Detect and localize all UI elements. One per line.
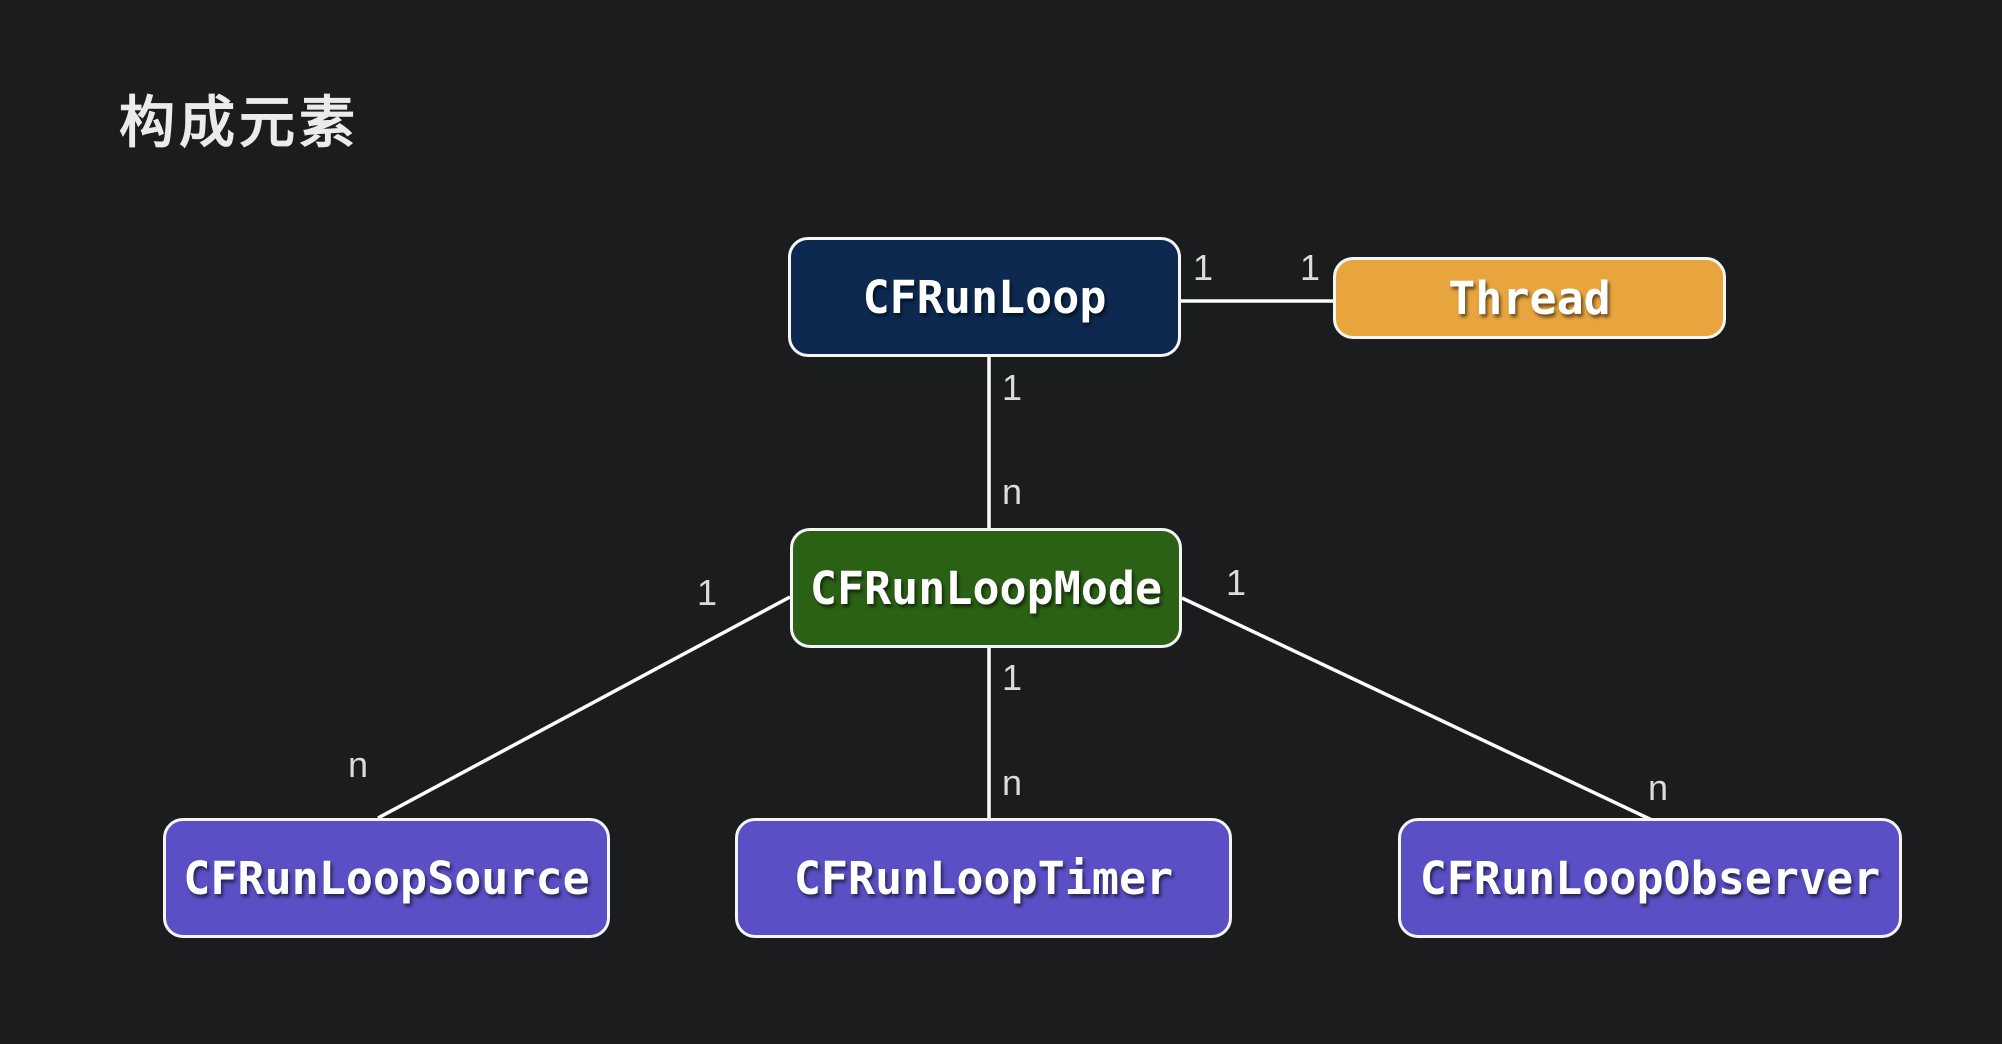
multiplicity-mode-timer-to: n [1001, 762, 1023, 803]
node-cfrunloop: CFRunLoop [788, 237, 1181, 357]
multiplicity-runloop-mode-to: n [1001, 471, 1023, 512]
edge-mode-observer-line [1181, 596, 1653, 822]
multiplicity-runloop-mode-from: 1 [1001, 367, 1023, 408]
node-cfrunlooptimer-label: CFRunLoopTimer [793, 851, 1174, 905]
node-cfrunloopsource: CFRunLoopSource [163, 818, 610, 938]
multiplicity-mode-source-to: n [347, 744, 369, 785]
page-title: 构成元素 [119, 91, 359, 156]
multiplicity-mode-observer-to: n [1647, 767, 1669, 808]
node-cfrunloopmode-label: CFRunLoopMode [809, 561, 1163, 615]
node-cfrunloopmode: CFRunLoopMode [790, 528, 1182, 648]
edge-mode-source-line [377, 595, 791, 820]
node-thread-label: Thread [1448, 271, 1611, 325]
multiplicity-mode-timer-from: 1 [1001, 657, 1023, 698]
node-cfrunloopobserver: CFRunLoopObserver [1398, 818, 1902, 938]
multiplicity-mode-observer-from: 1 [1225, 562, 1247, 603]
multiplicity-runloop-thread-to: 1 [1299, 247, 1321, 288]
multiplicity-runloop-thread-from: 1 [1192, 247, 1214, 288]
node-thread: Thread [1333, 257, 1726, 339]
node-cfrunloopsource-label: CFRunLoopSource [183, 851, 590, 905]
multiplicity-mode-source-from: 1 [696, 572, 718, 613]
node-cfrunlooptimer: CFRunLoopTimer [735, 818, 1232, 938]
node-cfrunloopobserver-label: CFRunLoopObserver [1419, 851, 1881, 905]
node-cfrunloop-label: CFRunLoop [862, 270, 1107, 324]
